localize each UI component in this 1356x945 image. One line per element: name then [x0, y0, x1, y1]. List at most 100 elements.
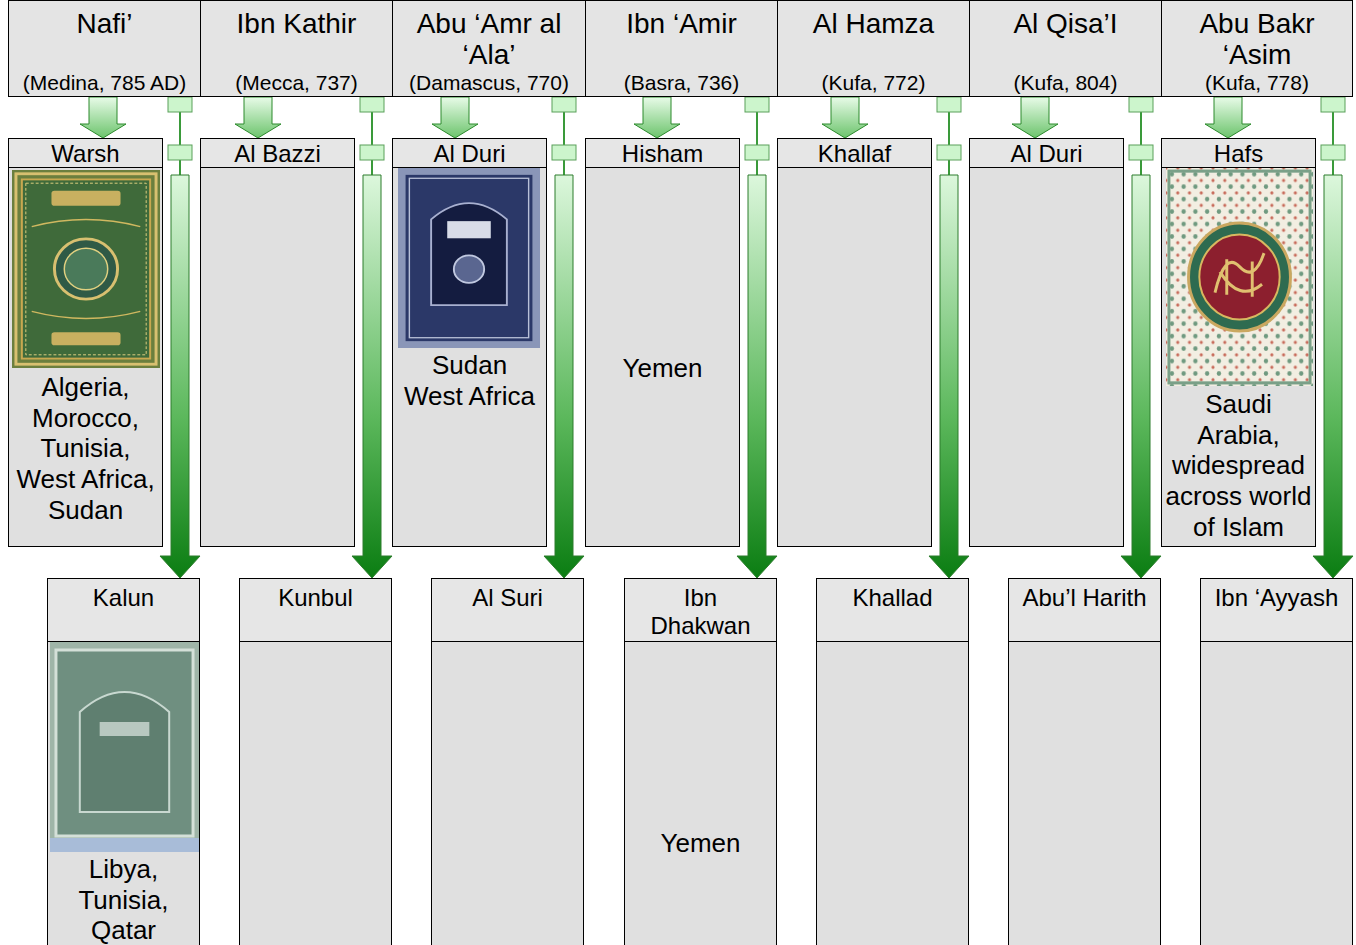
small-square	[552, 145, 576, 160]
block-arrow	[432, 97, 478, 138]
arrow-connector	[80, 97, 126, 138]
reader-box: Ibn Kathir (Mecca, 737)	[200, 0, 393, 97]
transmitter-box: Ibn ‘Ayyash	[1200, 578, 1353, 945]
block-arrow	[1121, 175, 1161, 578]
small-square	[937, 145, 961, 160]
arrow-connector	[929, 97, 969, 578]
small-square	[745, 97, 769, 112]
reader-name: Nafi’	[76, 9, 132, 40]
region-panel	[969, 167, 1124, 547]
reader-box: Ibn ‘Amir (Basra, 736)	[585, 0, 778, 97]
transmitter-box: HafsSaudi Arabia, widespread across worl…	[1161, 138, 1316, 547]
small-square	[937, 97, 961, 112]
reader-box: Nafi’ (Medina, 785 AD)	[8, 0, 201, 97]
transmitter-name: Hisham	[622, 140, 703, 168]
reader-name: Ibn ‘Amir	[626, 9, 736, 40]
name-band: Hafs	[1161, 138, 1316, 168]
region-panel	[200, 167, 355, 547]
name-band: Warsh	[8, 138, 163, 168]
block-arrow	[737, 175, 777, 578]
arrow-connector	[1121, 97, 1161, 578]
reader-origin: (Mecca, 737)	[235, 71, 358, 95]
transmitter-box: Khallaf	[777, 138, 932, 547]
arrow-connector	[1205, 97, 1251, 138]
arrow-connector	[432, 97, 478, 138]
transmitter-box: Ibn DhakwanYemen	[624, 578, 777, 945]
reader-name: Abu Bakr ‘Asim	[1187, 9, 1327, 71]
block-arrow	[352, 175, 392, 578]
transmitter-name: Ibn ‘Ayyash	[1215, 584, 1339, 612]
small-square	[168, 97, 192, 112]
region-list: Yemen	[660, 828, 742, 859]
region-panel	[816, 641, 969, 945]
arrow-connector	[634, 97, 680, 138]
transmitter-name: Khallad	[852, 584, 932, 612]
transmitter-box: Al DuriSudan West Africa	[392, 138, 547, 547]
transmitter-box: Al Bazzi	[200, 138, 355, 547]
region-panel	[239, 641, 392, 945]
transmitter-name: Kunbul	[278, 584, 353, 612]
transmitter-box: Khallad	[816, 578, 969, 945]
reader-origin: (Kufa, 804)	[1014, 71, 1118, 95]
name-band: Hisham	[585, 138, 740, 168]
transmitter-name: Warsh	[51, 140, 119, 168]
region-panel	[431, 641, 584, 945]
name-band: Khallad	[816, 578, 969, 642]
block-arrow	[80, 97, 126, 138]
name-band: Abu’l Harith	[1008, 578, 1161, 642]
small-square	[1129, 145, 1153, 160]
region-panel: Algeria, Morocco, Tunisia, West Africa, …	[8, 167, 163, 547]
transmitter-box: Al Duri	[969, 138, 1124, 547]
arrow-connector	[822, 97, 868, 138]
quran-cover	[1166, 168, 1313, 386]
transmitter-box: WarshAlgeria, Morocco, Tunisia, West Afr…	[8, 138, 163, 547]
name-band: Ibn ‘Ayyash	[1200, 578, 1353, 642]
quran-cover	[398, 168, 540, 348]
transmitter-box: Abu’l Harith	[1008, 578, 1161, 945]
arrow-connector	[1313, 97, 1353, 578]
region-panel: Yemen	[624, 641, 777, 945]
arrow-connector	[235, 97, 281, 138]
reader-origin: (Medina, 785 AD)	[23, 71, 186, 95]
block-arrow	[235, 97, 281, 138]
reader-name: Al Qisa’I	[1013, 9, 1117, 40]
quran-cover	[50, 642, 199, 852]
reader-box: Abu Bakr ‘Asim(Kufa, 778)	[1161, 0, 1353, 97]
reader-origin: (Basra, 736)	[624, 71, 740, 95]
block-arrow	[1313, 175, 1353, 578]
region-list: Yemen	[622, 353, 704, 384]
block-arrow	[929, 175, 969, 578]
arrow-connector	[352, 97, 392, 578]
reader-box: Abu ‘Amr al ‘Ala’(Damascus, 770)	[392, 0, 586, 97]
name-band: Al Duri	[392, 138, 547, 168]
small-square	[552, 97, 576, 112]
transmitter-name: Khallaf	[818, 140, 891, 168]
region-list: Algeria, Morocco, Tunisia, West Africa, …	[9, 372, 162, 525]
reader-origin: (Kufa, 778)	[1205, 71, 1309, 95]
transmitter-name: Al Duri	[433, 140, 505, 168]
name-band: Ibn Dhakwan	[624, 578, 777, 642]
transmitter-box: Kunbul	[239, 578, 392, 945]
block-arrow	[634, 97, 680, 138]
name-band: Kalun	[47, 578, 200, 642]
block-arrow	[1012, 97, 1058, 138]
name-band: Kunbul	[239, 578, 392, 642]
small-square	[168, 145, 192, 160]
name-band: Al Bazzi	[200, 138, 355, 168]
name-band: Al Duri	[969, 138, 1124, 168]
transmitter-name: Hafs	[1214, 140, 1263, 168]
reader-origin: (Kufa, 772)	[822, 71, 926, 95]
name-band: Khallaf	[777, 138, 932, 168]
block-arrow	[544, 175, 584, 578]
reader-name: Ibn Kathir	[237, 9, 357, 40]
block-arrow	[1205, 97, 1251, 138]
arrow-connector	[1012, 97, 1058, 138]
small-square	[1129, 97, 1153, 112]
block-arrow	[822, 97, 868, 138]
transmitter-name: Al Bazzi	[234, 140, 321, 168]
transmitter-name: Ibn Dhakwan	[646, 584, 756, 639]
reader-box: Al Hamza(Kufa, 772)	[777, 0, 970, 97]
region-panel: Saudi Arabia, widespread across world of…	[1161, 167, 1316, 547]
transmitter-name: Abu’l Harith	[1022, 584, 1146, 612]
region-list: Libya, Tunisia, Qatar	[48, 854, 199, 945]
